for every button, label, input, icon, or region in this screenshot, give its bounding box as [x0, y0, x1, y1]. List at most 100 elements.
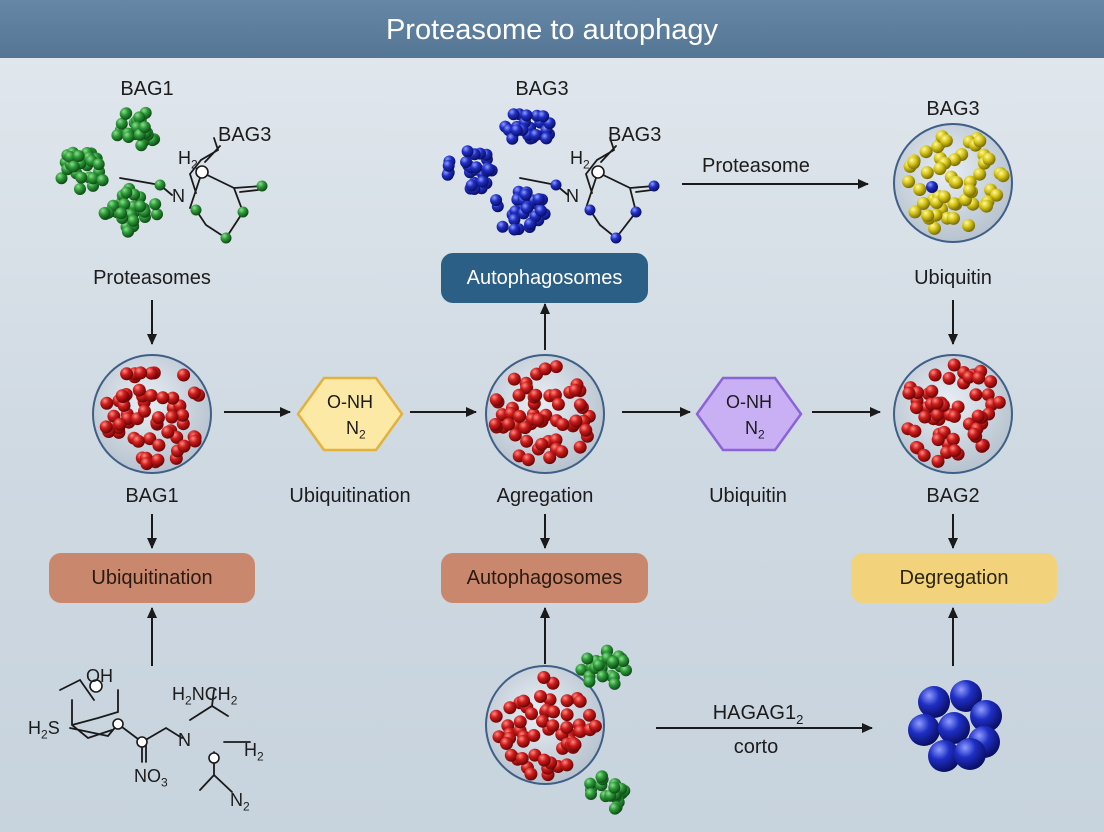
red-bead [573, 440, 587, 454]
red-bead [555, 445, 569, 459]
green-bead [617, 655, 630, 667]
red-bead [536, 714, 549, 728]
blue-bead [507, 108, 520, 121]
label-ubiquitination: Ubiquitination [289, 485, 411, 507]
label-agregation: Agregation [496, 485, 594, 507]
red-bead [176, 408, 190, 422]
red-bead [583, 708, 596, 722]
red-bead [537, 671, 551, 684]
red-bead [551, 397, 565, 411]
label-ubiquitin-right: Ubiquitin [914, 267, 992, 289]
label-ubiquitin-mid: Ubiquitin [709, 485, 787, 507]
red-bead [534, 690, 547, 703]
red-bead [568, 738, 582, 752]
green-bead [119, 107, 132, 120]
red-bead [579, 423, 593, 437]
red-bead [925, 384, 939, 398]
red-bead [500, 737, 513, 750]
yellow-bead [982, 152, 996, 166]
atom-node [610, 232, 622, 244]
green-bead [151, 208, 163, 221]
red-bead [508, 428, 522, 442]
red-bead [931, 433, 945, 447]
blue-bead [520, 202, 533, 215]
box-autophagosomes: Autophagosomes [441, 553, 648, 603]
green-bead [120, 186, 133, 199]
red-bead [962, 370, 976, 384]
chem-h2s: H2S [28, 718, 60, 742]
chem-h2-top-mid: H2 [570, 148, 590, 172]
yellow-bead [907, 156, 921, 170]
red-bead [547, 705, 560, 719]
green-bead [134, 200, 147, 213]
box-degregation: Degregation [851, 553, 1057, 603]
yellow-bead [939, 134, 953, 148]
red-bead [177, 368, 191, 382]
blue-cluster-ball [938, 712, 970, 744]
green-bead [135, 139, 148, 152]
green-bead [96, 174, 109, 187]
red-bead [569, 414, 583, 428]
red-bead [573, 725, 587, 738]
red-bead [531, 413, 545, 427]
blue-bead [465, 179, 478, 192]
green-bead [115, 207, 127, 220]
red-bead [975, 439, 989, 453]
label-bag2: BAG2 [926, 485, 980, 507]
red-bead [507, 372, 521, 386]
label-proteasome-arrow: Proteasome [702, 155, 810, 177]
yellow-bead [962, 219, 976, 232]
red-bead [502, 417, 515, 431]
red-bead [188, 434, 202, 448]
atom-node [237, 206, 249, 218]
blue-bead [520, 109, 533, 122]
green-bead [584, 777, 597, 790]
green-bead [595, 771, 608, 783]
red-bead [525, 707, 538, 721]
blue-bead [926, 181, 938, 193]
atom-node [584, 204, 596, 216]
red-bead [143, 432, 157, 446]
red-bead [504, 748, 518, 762]
red-bead [573, 398, 587, 412]
red-bead [918, 410, 932, 424]
blue-bead [535, 204, 547, 217]
red-bead [917, 448, 931, 462]
red-bead [115, 389, 129, 403]
hexagon-right-top-text: O‐NH [726, 392, 772, 412]
label-bag1-top: BAG1 [120, 78, 174, 100]
blue-bead [537, 110, 550, 123]
blue-bead [519, 188, 532, 201]
yellow-bead [947, 211, 960, 225]
yellow-bead [902, 175, 916, 189]
green-bead [581, 652, 594, 665]
blue-cluster-ball [908, 714, 940, 746]
green-bead [98, 207, 111, 219]
green-bead [620, 664, 632, 677]
blue-bead [470, 161, 483, 174]
red-bead [948, 444, 962, 458]
yellow-bead [950, 176, 964, 189]
blue-bead [524, 218, 537, 231]
red-bead [947, 409, 961, 423]
yellow-bead [963, 183, 976, 197]
blue-bead [540, 132, 553, 145]
red-bead [535, 437, 549, 451]
red-bead [529, 388, 543, 402]
red-bead [568, 383, 582, 397]
label-proteasomes: Proteasomes [93, 267, 211, 289]
label-corto: corto [733, 736, 779, 758]
red-bead [513, 715, 527, 729]
red-bead [156, 391, 170, 405]
blue-cluster-ball [950, 680, 982, 712]
red-bead [144, 389, 158, 402]
red-bead [517, 694, 531, 708]
green-bead [87, 172, 99, 185]
red-bead [515, 752, 529, 765]
green-bead [608, 677, 621, 690]
green-bead [575, 663, 588, 676]
green-bead [138, 121, 151, 134]
red-bead [931, 454, 945, 468]
red-bead [946, 432, 960, 446]
green-bead [111, 129, 124, 142]
